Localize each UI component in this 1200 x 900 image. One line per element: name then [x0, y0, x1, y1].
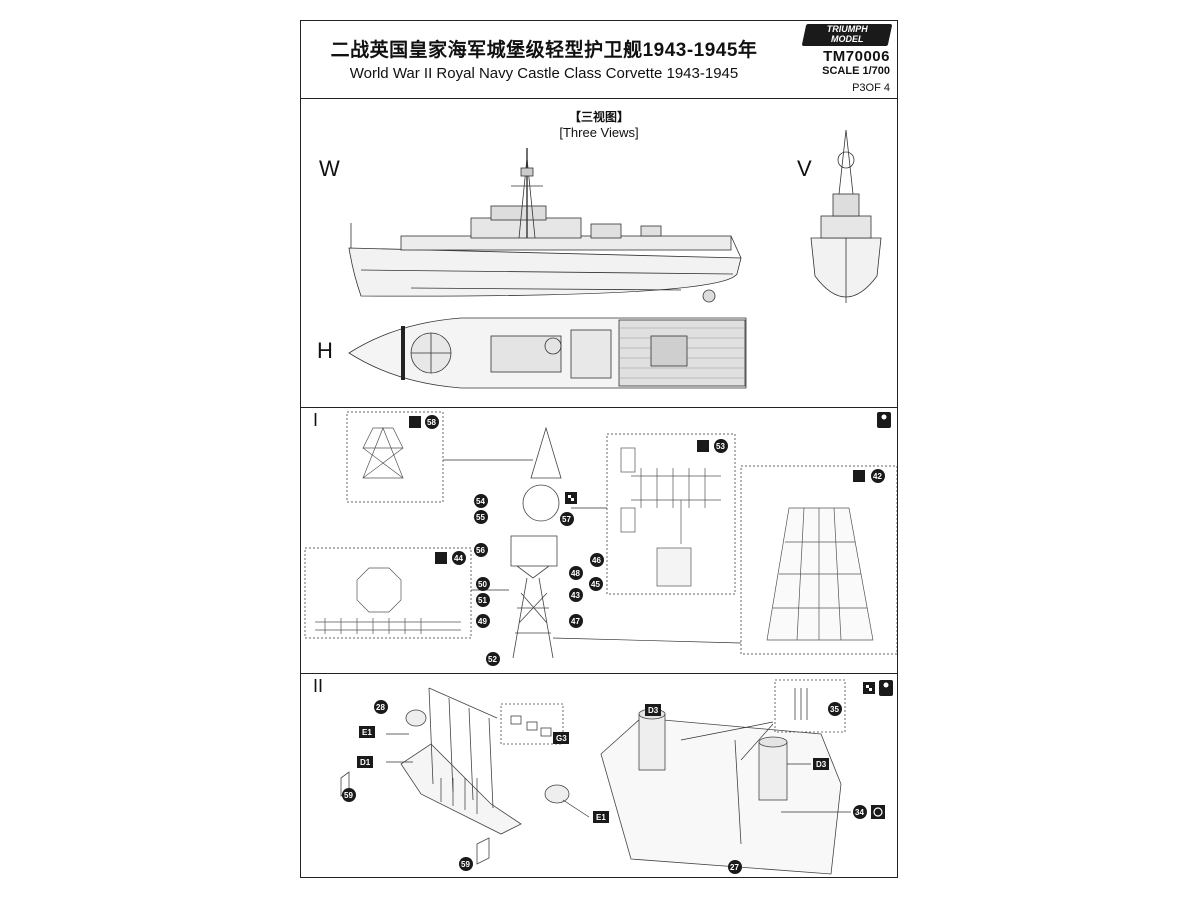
paint-circle-icon — [871, 805, 885, 819]
svg-text:E1: E1 — [362, 728, 372, 737]
three-views-drawing — [348, 129, 882, 389]
step-one-section: I — [301, 408, 897, 674]
step-one-label: I — [313, 410, 319, 430]
svg-text:44: 44 — [454, 554, 463, 563]
decal-icon — [565, 492, 577, 504]
svg-text:G3: G3 — [556, 734, 567, 743]
svg-text:35: 35 — [830, 705, 839, 714]
part-badge-47: 47 — [569, 614, 583, 628]
view-label-top: H — [317, 338, 333, 363]
part-badge-52: 52 — [486, 652, 500, 666]
glue-icon — [879, 680, 893, 696]
part-badge-49: 49 — [476, 614, 490, 628]
part-badge-E1-right: E1 — [593, 811, 609, 823]
view-label-side: W — [319, 156, 340, 181]
svg-text:53: 53 — [716, 442, 725, 451]
part-badge-27: 27 — [728, 860, 742, 874]
part-badge-35: 35 — [828, 702, 842, 716]
part-badge-57: 57 — [560, 512, 574, 526]
three-views-title-cn: 【三视图】 — [568, 110, 629, 124]
part-badge-59-bottom: 59 — [459, 857, 473, 871]
svg-text:51: 51 — [478, 596, 487, 605]
svg-text:56: 56 — [476, 546, 485, 555]
part-badge-44: 44 — [435, 551, 466, 565]
three-views-section: 【三视图】 [Three Views] W V H — [301, 98, 897, 408]
svg-text:46: 46 — [592, 556, 601, 565]
svg-text:D1: D1 — [360, 758, 371, 767]
part-badge-E1-left: E1 — [359, 726, 375, 738]
part-badge-28: 28 — [374, 700, 388, 714]
header: 二战英国皇家海军城堡级轻型护卫舰1943-1945年 World War II … — [301, 21, 897, 99]
ship-side-view — [348, 148, 742, 303]
part-badge-55: 55 — [474, 510, 488, 524]
svg-text:D3: D3 — [816, 760, 827, 769]
scale-label: SCALE 1/700 — [822, 65, 890, 77]
step-one-drawing: 58 53 42 44 54 — [304, 411, 897, 666]
ship-top-view — [348, 317, 747, 389]
svg-text:59: 59 — [344, 791, 353, 800]
ship-front-view — [810, 129, 882, 303]
glue-icon — [877, 412, 891, 428]
part-badge-46: 46 — [590, 553, 604, 567]
part-badge-D3-right: D3 — [813, 758, 829, 770]
part-badge-50: 50 — [476, 577, 490, 591]
instruction-sheet: 二战英国皇家海军城堡级轻型护卫舰1943-1945年 World War II … — [300, 20, 898, 878]
view-label-front: V — [797, 156, 812, 181]
svg-text:54: 54 — [476, 497, 485, 506]
detail-box-42 — [740, 465, 897, 655]
svg-text:49: 49 — [478, 617, 487, 626]
part-badge-51: 51 — [476, 593, 490, 607]
part-badge-34: 34 — [853, 805, 867, 819]
svg-text:59: 59 — [461, 860, 470, 869]
svg-text:58: 58 — [427, 418, 436, 427]
svg-text:28: 28 — [376, 703, 385, 712]
svg-text:52: 52 — [488, 655, 497, 664]
part-badge-G3: G3 — [553, 732, 569, 744]
part-badge-58: 58 — [409, 415, 439, 429]
part-badge-53: 53 — [697, 439, 728, 453]
svg-text:55: 55 — [476, 513, 485, 522]
step-two-section: II — [301, 674, 897, 877]
svg-text:47: 47 — [571, 617, 580, 626]
svg-text:D3: D3 — [648, 706, 659, 715]
part-badge-56: 56 — [474, 543, 488, 557]
svg-text:43: 43 — [571, 591, 580, 600]
part-badge-43: 43 — [569, 588, 583, 602]
part-badge-54: 54 — [474, 494, 488, 508]
svg-text:34: 34 — [855, 808, 864, 817]
detail-box-58 — [346, 411, 444, 503]
title-chinese: 二战英国皇家海军城堡级轻型护卫舰1943-1945年 — [330, 40, 758, 61]
svg-text:42: 42 — [873, 472, 882, 481]
step-two-label: II — [313, 676, 324, 696]
part-number-badges: 58 53 42 44 54 — [409, 415, 885, 666]
svg-text:27: 27 — [730, 863, 739, 872]
svg-text:57: 57 — [562, 515, 571, 524]
part-badge-48: 48 — [569, 566, 583, 580]
svg-text:E1: E1 — [596, 813, 606, 822]
part-badge-D3-top: D3 — [645, 704, 661, 716]
title-english: World War II Royal Navy Castle Class Cor… — [349, 65, 739, 82]
page-number: P3OF 4 — [852, 82, 890, 94]
part-badge-59-top: 59 — [342, 788, 356, 802]
svg-text:48: 48 — [571, 569, 580, 578]
three-views-title-en: [Three Views] — [559, 125, 639, 140]
svg-text:45: 45 — [591, 580, 600, 589]
decal-icon — [863, 682, 875, 694]
step-two-drawing: 28 E1 D1 59 G3 D3 35 D3 34 E1 59 27 — [340, 679, 893, 875]
product-code: TM70006 — [823, 48, 890, 65]
detail-box-53 — [606, 433, 736, 595]
part-badge-D1: D1 — [357, 756, 373, 768]
svg-text:50: 50 — [478, 580, 487, 589]
part-badge-45: 45 — [589, 577, 603, 591]
part-badge-42: 42 — [853, 469, 885, 483]
